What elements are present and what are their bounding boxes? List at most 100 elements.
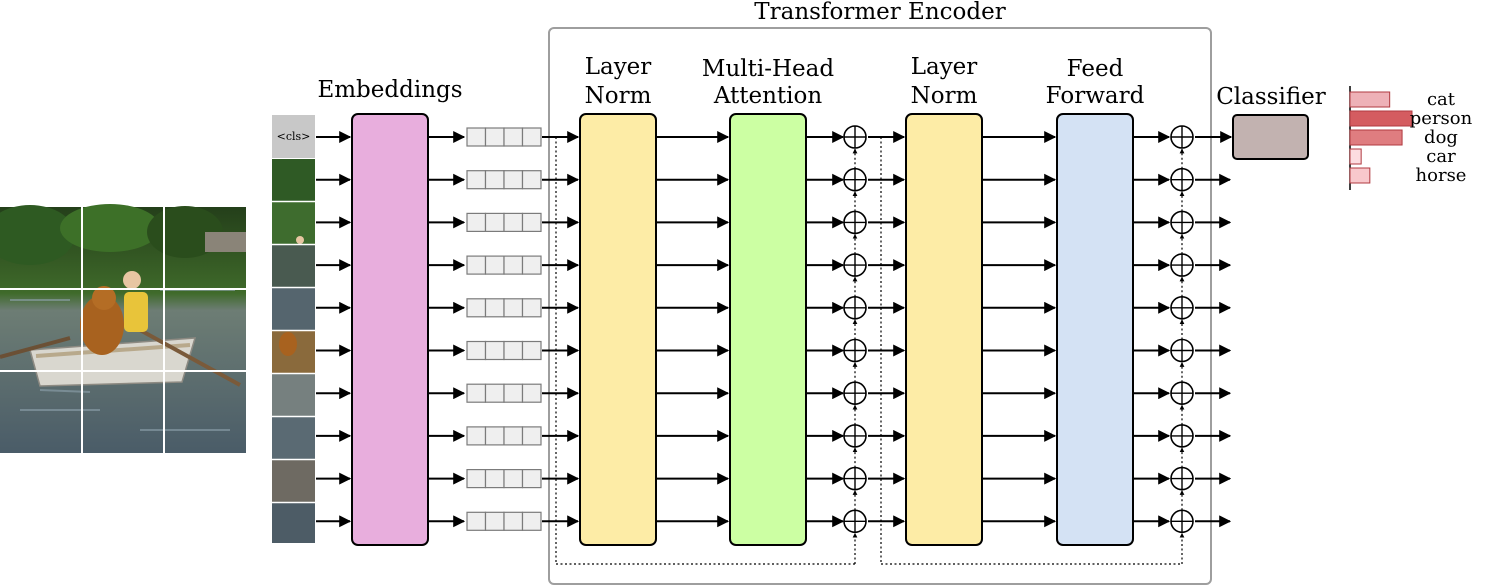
layer-norm-2-label-line1: Layer	[911, 54, 978, 80]
embedding-vector	[466, 426, 542, 446]
cls-token	[272, 115, 315, 158]
embedding-cell	[484, 127, 505, 147]
embedding-cell	[521, 469, 542, 489]
label-horse: horse	[1416, 165, 1467, 186]
embedding-cell	[521, 511, 542, 531]
classifier-label: Classifier	[1216, 84, 1326, 110]
embedding-cell	[521, 255, 542, 275]
label-person: person	[1410, 108, 1473, 129]
token-row	[316, 125, 1233, 149]
token-row	[316, 338, 1232, 363]
residual-add-icon	[1170, 295, 1194, 320]
patch-strips	[272, 159, 315, 543]
embedding-cell	[521, 383, 542, 403]
embedding-cell	[521, 170, 542, 190]
embedding-cell	[503, 170, 524, 190]
layer-norm-1-label-line1: Layer	[585, 54, 652, 80]
residual-add-icon	[843, 167, 867, 192]
layer-norm-2-block	[905, 113, 983, 546]
embedding-cell	[503, 212, 524, 232]
transformer-encoder-title: Transformer Encoder	[754, 0, 1005, 25]
embedding-cell	[521, 298, 542, 318]
transformer-encoder-frame	[548, 27, 1212, 585]
attention-block	[729, 113, 807, 546]
bar-dog	[1349, 129, 1403, 146]
label-dog: dog	[1424, 127, 1458, 148]
embedding-vector	[466, 127, 542, 147]
residual-add-icon	[1170, 210, 1194, 235]
embedding-cell	[484, 426, 505, 446]
bar-cat	[1349, 91, 1391, 108]
label-car: car	[1426, 146, 1456, 167]
embedding-cell	[484, 469, 505, 489]
attention-label-line1: Multi-Head	[702, 56, 834, 82]
residual-add-icon	[1170, 125, 1194, 149]
token-row	[316, 253, 1232, 277]
embedding-cell	[503, 255, 524, 275]
embedding-cell	[466, 469, 487, 489]
embedding-vector	[466, 255, 542, 275]
bar-horse	[1349, 167, 1371, 184]
label-cat: cat	[1427, 89, 1456, 110]
token-flow	[316, 125, 1233, 565]
embedding-vector	[466, 212, 542, 232]
embedding-cell	[503, 469, 524, 489]
residual-add-icon	[1170, 338, 1194, 363]
embedding-cell	[503, 383, 524, 403]
token-row	[316, 295, 1232, 320]
residual-add-icon	[843, 424, 867, 448]
embedding-cell	[484, 255, 505, 275]
residual-skip-1	[555, 136, 858, 565]
embedding-cell	[521, 426, 542, 446]
embedding-cell	[466, 255, 487, 275]
embedding-cell	[503, 340, 524, 361]
embedding-cell	[484, 340, 505, 361]
layer-norm-1-block	[579, 113, 657, 546]
embedding-cell	[466, 170, 487, 190]
residual-add-icon	[843, 210, 867, 235]
embedding-cell	[484, 170, 505, 190]
embedding-cell	[466, 426, 487, 446]
embedding-vector	[466, 340, 542, 361]
residual-add-icon	[1170, 253, 1194, 277]
embedding-cell	[503, 426, 524, 446]
embedding-cell	[503, 127, 524, 147]
embedding-vector	[466, 469, 542, 489]
embedding-cell	[466, 340, 487, 361]
embedding-vector	[466, 298, 542, 318]
embedding-cell	[484, 511, 505, 531]
embeddings-label: Embeddings	[317, 77, 462, 103]
embedding-cell	[466, 383, 487, 403]
embedding-vector	[466, 170, 542, 190]
embedding-cell	[484, 298, 505, 318]
embedding-vector	[466, 511, 542, 531]
bar-car	[1349, 148, 1362, 165]
patch-token-column: <cls>	[272, 115, 315, 543]
token-row	[316, 509, 1232, 534]
layer-norm-1-label-line2: Norm	[585, 83, 652, 109]
embedding-cell	[484, 212, 505, 232]
embedding-cell	[466, 127, 487, 147]
residual-add-icon	[1170, 381, 1194, 406]
residual-add-icon	[843, 295, 867, 320]
token-row	[316, 424, 1232, 448]
input-image	[0, 204, 246, 453]
cls-token-label: <cls>	[277, 130, 311, 143]
token-row	[316, 210, 1232, 235]
feed-forward-label-line2: Forward	[1046, 83, 1145, 109]
layer-norm-2-label-line2: Norm	[911, 83, 978, 109]
embedding-cell	[503, 511, 524, 531]
residual-add-icon	[843, 125, 867, 149]
embeddings-block	[351, 113, 429, 546]
embedding-cell	[521, 340, 542, 361]
residual-add-icon	[843, 509, 867, 534]
token-row	[316, 167, 1232, 192]
feed-forward-block	[1056, 113, 1134, 546]
residual-add-icon	[843, 381, 867, 406]
attention-label-line2: Attention	[713, 83, 823, 109]
embedding-cell	[503, 298, 524, 318]
embedding-vector	[466, 383, 542, 403]
embedding-cell	[466, 511, 487, 531]
